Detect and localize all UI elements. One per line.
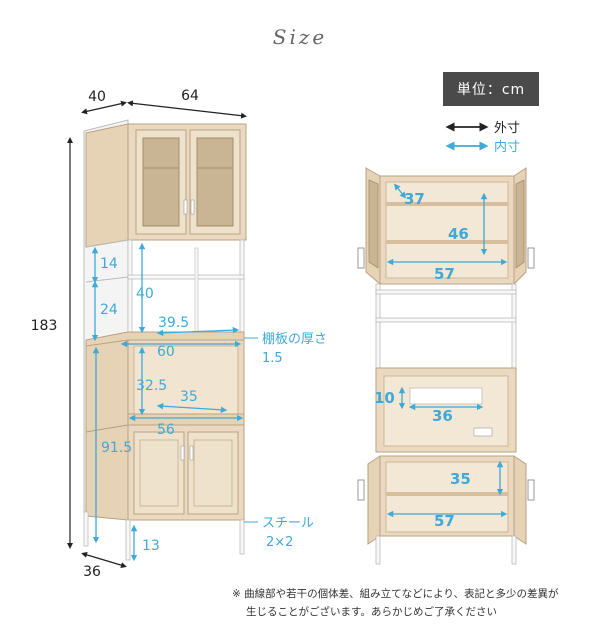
unit-label: 単位：cm xyxy=(443,72,539,106)
dim-depth-bottom: 36 xyxy=(83,564,101,580)
legend-outer-label: 外寸 xyxy=(494,121,520,136)
legend: 外寸 内寸 xyxy=(445,121,520,155)
dim-range-height: 32.5 xyxy=(136,378,167,394)
left-outer-dimensions xyxy=(67,100,247,569)
dim-depth-top: 40 xyxy=(88,89,106,105)
dim-upper-height: 46 xyxy=(448,225,469,243)
shelf-thickness-value: 1.5 xyxy=(262,351,283,366)
dim-inner-height-upper: 40 xyxy=(136,286,154,302)
dim-lower-width: 57 xyxy=(434,512,455,530)
dim-hole-height: 10 xyxy=(374,389,395,407)
shelf-thickness-label: 棚板の厚さ xyxy=(262,332,327,347)
dim-shelf-depth: 39.5 xyxy=(158,315,189,331)
dim-height: 183 xyxy=(31,318,58,334)
disclaimer-note: ※ 曲線部や若干の個体差、組み立てなどにより、表記と多少の差異が 生じることがご… xyxy=(232,585,592,621)
dim-mid-gap: 24 xyxy=(100,302,118,318)
dim-lower-height: 35 xyxy=(450,470,471,488)
steel-size: 2×2 xyxy=(266,535,293,550)
dim-foot-height: 13 xyxy=(142,538,160,554)
note-line-1: ※ 曲線部や若干の個体差、組み立てなどにより、表記と多少の差異が xyxy=(232,588,559,600)
note-line-2: 生じることがございます。あらかじめご了承ください xyxy=(246,606,497,618)
dim-lower-height: 91.5 xyxy=(101,440,132,456)
right-inner-dimensions xyxy=(386,183,508,518)
cabinet-right-drawing xyxy=(357,167,535,565)
cabinet-left-drawing xyxy=(83,119,247,561)
dim-upper-gap: 14 xyxy=(100,256,118,272)
steel-label: スチール xyxy=(262,516,314,531)
dim-range-depth: 35 xyxy=(180,389,198,405)
dim-upper-width: 57 xyxy=(434,265,455,283)
dim-range-width: 60 xyxy=(157,344,175,360)
dim-hole-width: 36 xyxy=(432,407,453,425)
page-title: Size xyxy=(273,25,327,49)
left-inner-dimensions xyxy=(91,242,244,562)
dim-counter-width: 56 xyxy=(157,422,175,438)
dim-upper-depth: 37 xyxy=(404,190,425,208)
legend-inner-label: 内寸 xyxy=(494,139,520,155)
dim-width: 64 xyxy=(181,88,199,104)
